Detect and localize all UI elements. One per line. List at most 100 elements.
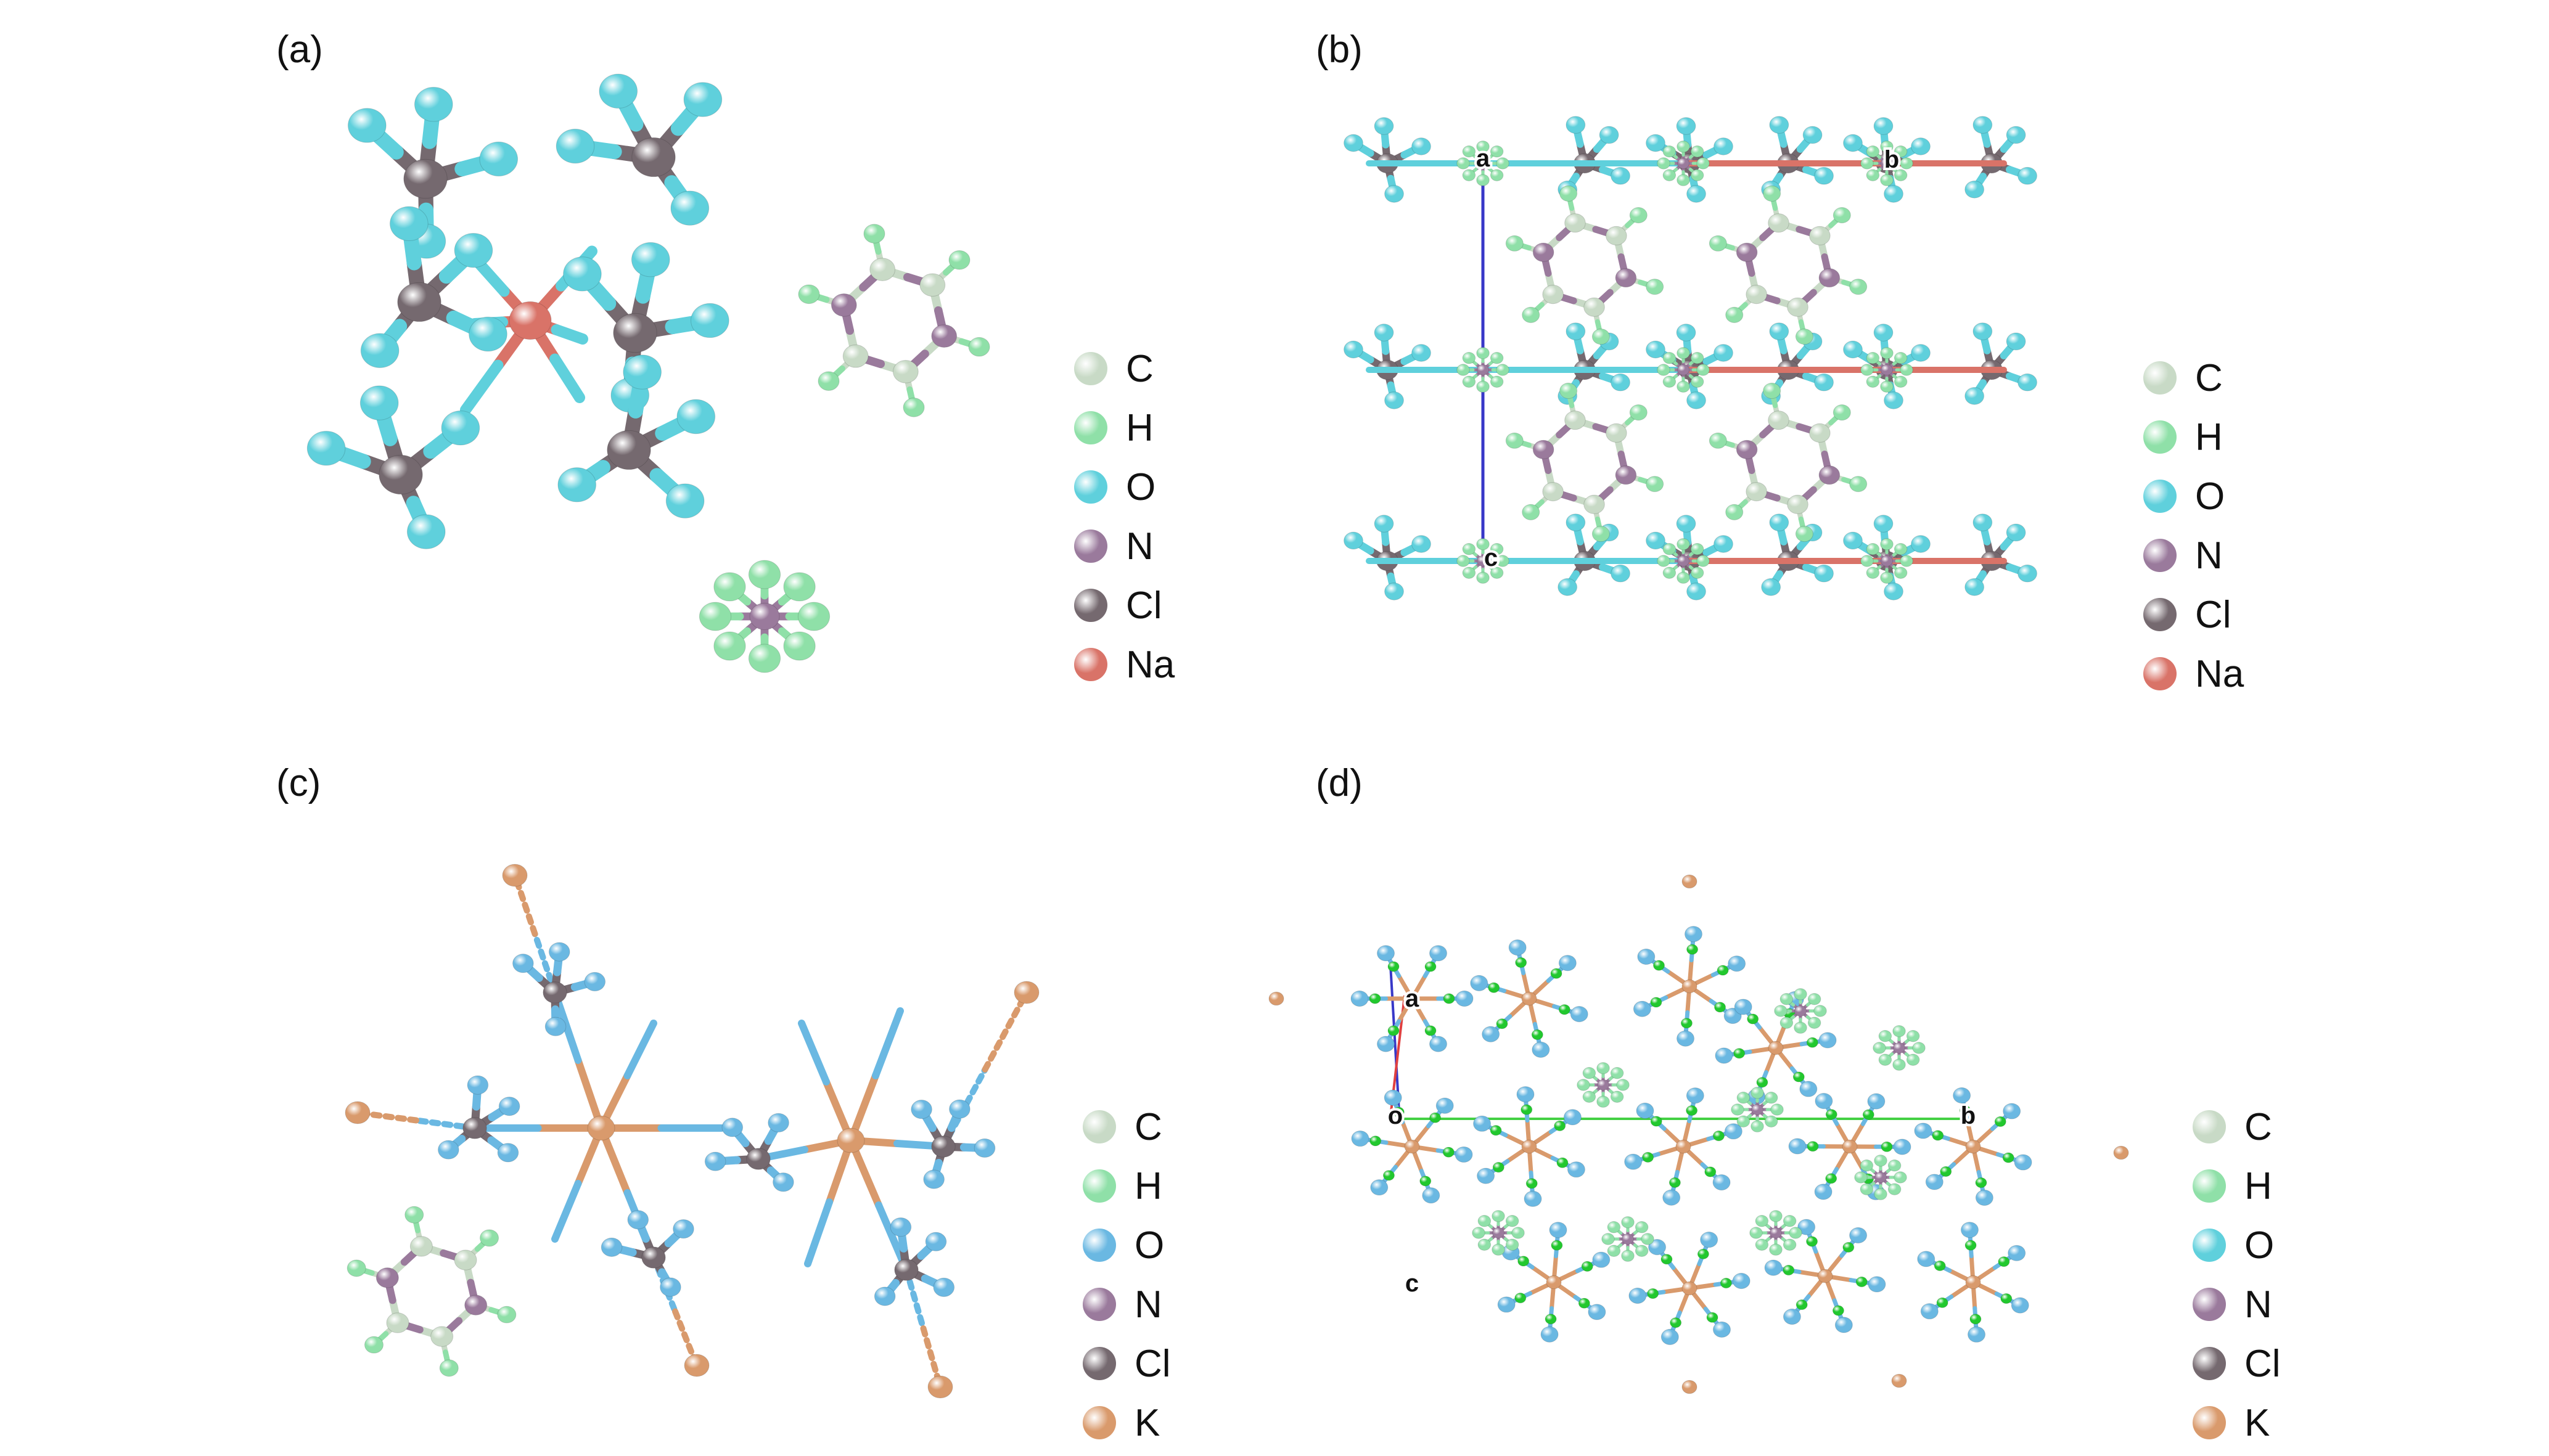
atom-h — [1887, 1183, 1902, 1195]
atom-n — [1531, 1029, 1543, 1041]
atom-k — [1521, 991, 1537, 1006]
atom-h — [1662, 145, 1677, 158]
atom-h — [1880, 174, 1894, 186]
atom-h — [1662, 543, 1677, 555]
atom-n — [1596, 1079, 1610, 1091]
atom-n — [1669, 1177, 1681, 1188]
atom-n — [1806, 1236, 1818, 1247]
atom-n — [1558, 1004, 1570, 1015]
atom-n — [1652, 960, 1665, 971]
atom-c — [892, 360, 919, 383]
atom-o — [390, 206, 429, 242]
legend-swatch — [1074, 411, 1107, 444]
atom-h — [1887, 1159, 1902, 1172]
legend-c-item-h: H — [1083, 1156, 1171, 1216]
atom-cl — [931, 1135, 956, 1158]
atom-n — [1424, 961, 1437, 972]
atom-h — [1751, 1120, 1764, 1132]
atom-h — [1813, 1005, 1827, 1017]
atom-k — [587, 1115, 615, 1141]
atom-o — [1769, 322, 1789, 340]
panel-label-c: (c) — [276, 762, 321, 804]
atom-o — [1686, 391, 1706, 409]
atom-n — [1642, 1151, 1654, 1163]
atom-o — [1914, 1123, 1932, 1139]
atom-o — [1516, 1086, 1535, 1103]
atom-h — [1783, 1215, 1797, 1227]
atom-h — [1490, 169, 1504, 181]
atom-h — [903, 398, 925, 417]
atom-n — [1769, 1227, 1783, 1239]
bond — [623, 1020, 657, 1079]
atom-h — [1462, 352, 1476, 364]
atom-h — [1878, 1030, 1892, 1042]
atom-o — [1769, 116, 1789, 134]
atom-n — [1429, 1112, 1442, 1123]
legend-swatch — [1083, 1288, 1116, 1321]
atom-o — [1637, 948, 1656, 965]
atom-o — [2014, 1154, 2032, 1171]
atom-h — [1490, 543, 1504, 555]
atom-h — [1690, 145, 1704, 158]
bond — [460, 359, 504, 415]
legend-b-item-n: N — [2143, 526, 2244, 585]
atom-h — [1629, 207, 1648, 224]
atom-h — [1641, 1233, 1654, 1245]
atom-n — [1514, 1293, 1527, 1304]
atom-k — [1681, 1380, 1697, 1394]
atom-o — [1344, 531, 1363, 550]
atom-h — [1477, 1238, 1492, 1251]
atom-n — [376, 1267, 399, 1288]
atom-h — [1490, 566, 1504, 579]
atom-h — [1894, 543, 1908, 555]
atom-n — [1736, 440, 1758, 459]
atom-h — [1860, 157, 1874, 170]
atom-o — [1377, 945, 1395, 962]
atom-o — [2017, 166, 2037, 185]
atom-h — [1880, 380, 1894, 393]
atom-n — [1714, 1002, 1726, 1013]
atom-n — [1443, 993, 1455, 1004]
legend-swatch — [2143, 539, 2177, 572]
atom-k — [1768, 1041, 1784, 1055]
atom-n — [1490, 1125, 1502, 1136]
atom-o — [498, 1097, 520, 1116]
axis-label-b: b — [1961, 1102, 1976, 1129]
bond — [549, 353, 585, 403]
atom-n — [1806, 1037, 1818, 1048]
atom-h — [1662, 169, 1677, 181]
atom-o — [874, 1286, 896, 1306]
legend-label: C — [2244, 1105, 2272, 1148]
atom-h — [1755, 1215, 1769, 1227]
atom-o — [923, 1169, 945, 1189]
atom-h — [1610, 1067, 1624, 1079]
atom-n — [1736, 242, 1758, 262]
atom-n — [1825, 1109, 1837, 1120]
atom-h — [1736, 1115, 1751, 1127]
atom-o — [1662, 1189, 1681, 1206]
atom-n — [1369, 1135, 1382, 1147]
atom-h — [1496, 364, 1509, 376]
atom-n — [1892, 1042, 1906, 1054]
atom-c — [1787, 297, 1808, 317]
atom-h — [1709, 235, 1727, 252]
legend-d-item-c: C — [2193, 1097, 2281, 1156]
legend-swatch — [1074, 470, 1107, 504]
legend-c-item-cl: Cl — [1083, 1334, 1171, 1393]
atom-o — [1700, 1232, 1718, 1248]
atom-h — [1894, 566, 1908, 579]
atom-h — [1505, 1238, 1519, 1251]
atom-o — [1470, 975, 1488, 991]
legend-label: C — [1126, 347, 1154, 390]
atom-o — [1964, 181, 1985, 198]
atom-h — [1880, 347, 1894, 359]
atom-o — [1783, 1308, 1801, 1325]
atom-h — [497, 1306, 517, 1323]
atom-k — [1404, 991, 1420, 1006]
atom-o — [1714, 535, 1733, 553]
atom-o — [933, 1277, 955, 1297]
atom-o — [1677, 1030, 1695, 1047]
atom-n — [1550, 968, 1562, 979]
